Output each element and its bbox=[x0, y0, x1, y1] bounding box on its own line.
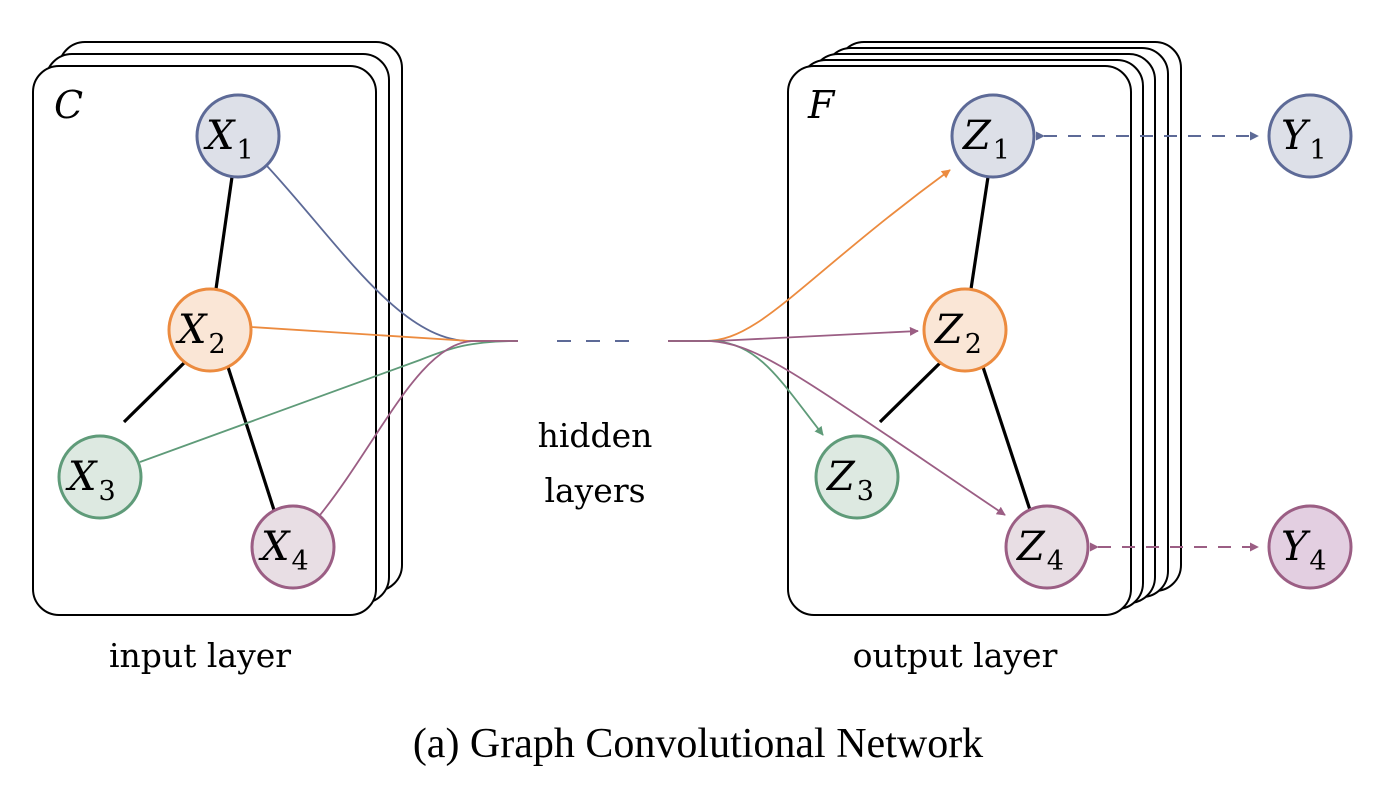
node-z1-label: Z1 bbox=[961, 113, 1010, 166]
edge-z2-z3 bbox=[878, 360, 943, 424]
flow-to-z1 bbox=[668, 169, 951, 342]
node-z2: Z2 bbox=[922, 287, 1008, 373]
hidden-layers-label-line1: hidden bbox=[538, 416, 653, 455]
supervision-links bbox=[1035, 131, 1259, 552]
node-y1-circle bbox=[1267, 93, 1353, 179]
node-x1-circle bbox=[195, 93, 281, 179]
output-layer-label: output layer bbox=[853, 636, 1058, 675]
edge-x1-x2 bbox=[214, 176, 234, 290]
flow-x1 bbox=[266, 165, 518, 342]
input-channels-label: C bbox=[54, 83, 83, 127]
input-layer-label: input layer bbox=[109, 636, 291, 675]
output-channels-label: F bbox=[807, 83, 836, 127]
node-y1-label: Y1 bbox=[1281, 113, 1327, 166]
node-x2: X2 bbox=[167, 287, 253, 373]
node-z1-circle bbox=[950, 93, 1036, 179]
node-x4: X4 bbox=[250, 504, 336, 590]
node-y4: Y4 bbox=[1267, 504, 1353, 590]
node-z1: Z1 bbox=[950, 93, 1036, 179]
input-to-hidden-flows bbox=[139, 165, 519, 516]
edge-z1-z2 bbox=[969, 176, 990, 290]
edge-z2-z4 bbox=[981, 366, 1032, 511]
node-z4: Z4 bbox=[1004, 504, 1090, 590]
node-x3-label: X3 bbox=[65, 454, 116, 507]
node-x4-circle bbox=[250, 504, 336, 590]
edge-x2-x3 bbox=[122, 360, 187, 424]
node-y4-circle bbox=[1267, 504, 1353, 590]
node-x4-label: X4 bbox=[258, 524, 309, 577]
node-y1: Y1 bbox=[1267, 93, 1353, 179]
input-graph-edges bbox=[122, 176, 276, 511]
node-x3: X3 bbox=[57, 434, 143, 520]
flow-to-z4 bbox=[668, 340, 1006, 516]
node-z2-label: Z2 bbox=[933, 307, 982, 360]
node-z3: Z3 bbox=[814, 434, 900, 520]
figure-caption: (a) Graph Convolutional Network bbox=[413, 721, 983, 767]
flow-x4 bbox=[319, 340, 518, 516]
edge-x2-x4 bbox=[226, 366, 276, 511]
node-z3-label: Z3 bbox=[825, 454, 874, 507]
node-x1: X1 bbox=[195, 93, 281, 179]
hidden-layers-label-line2: layers bbox=[544, 471, 645, 510]
node-y4-label: Y4 bbox=[1281, 524, 1327, 577]
node-x1-label: X1 bbox=[203, 113, 254, 166]
node-x2-label: X2 bbox=[175, 307, 226, 360]
node-z3-circle bbox=[814, 434, 900, 520]
node-x2-circle bbox=[167, 287, 253, 373]
output-graph-edges bbox=[878, 176, 1032, 511]
node-z4-label: Z4 bbox=[1015, 524, 1064, 577]
node-x3-circle bbox=[57, 434, 143, 520]
node-z4-circle bbox=[1004, 504, 1090, 590]
node-z2-circle bbox=[922, 287, 1008, 373]
hidden-to-output-flows bbox=[668, 169, 1006, 516]
